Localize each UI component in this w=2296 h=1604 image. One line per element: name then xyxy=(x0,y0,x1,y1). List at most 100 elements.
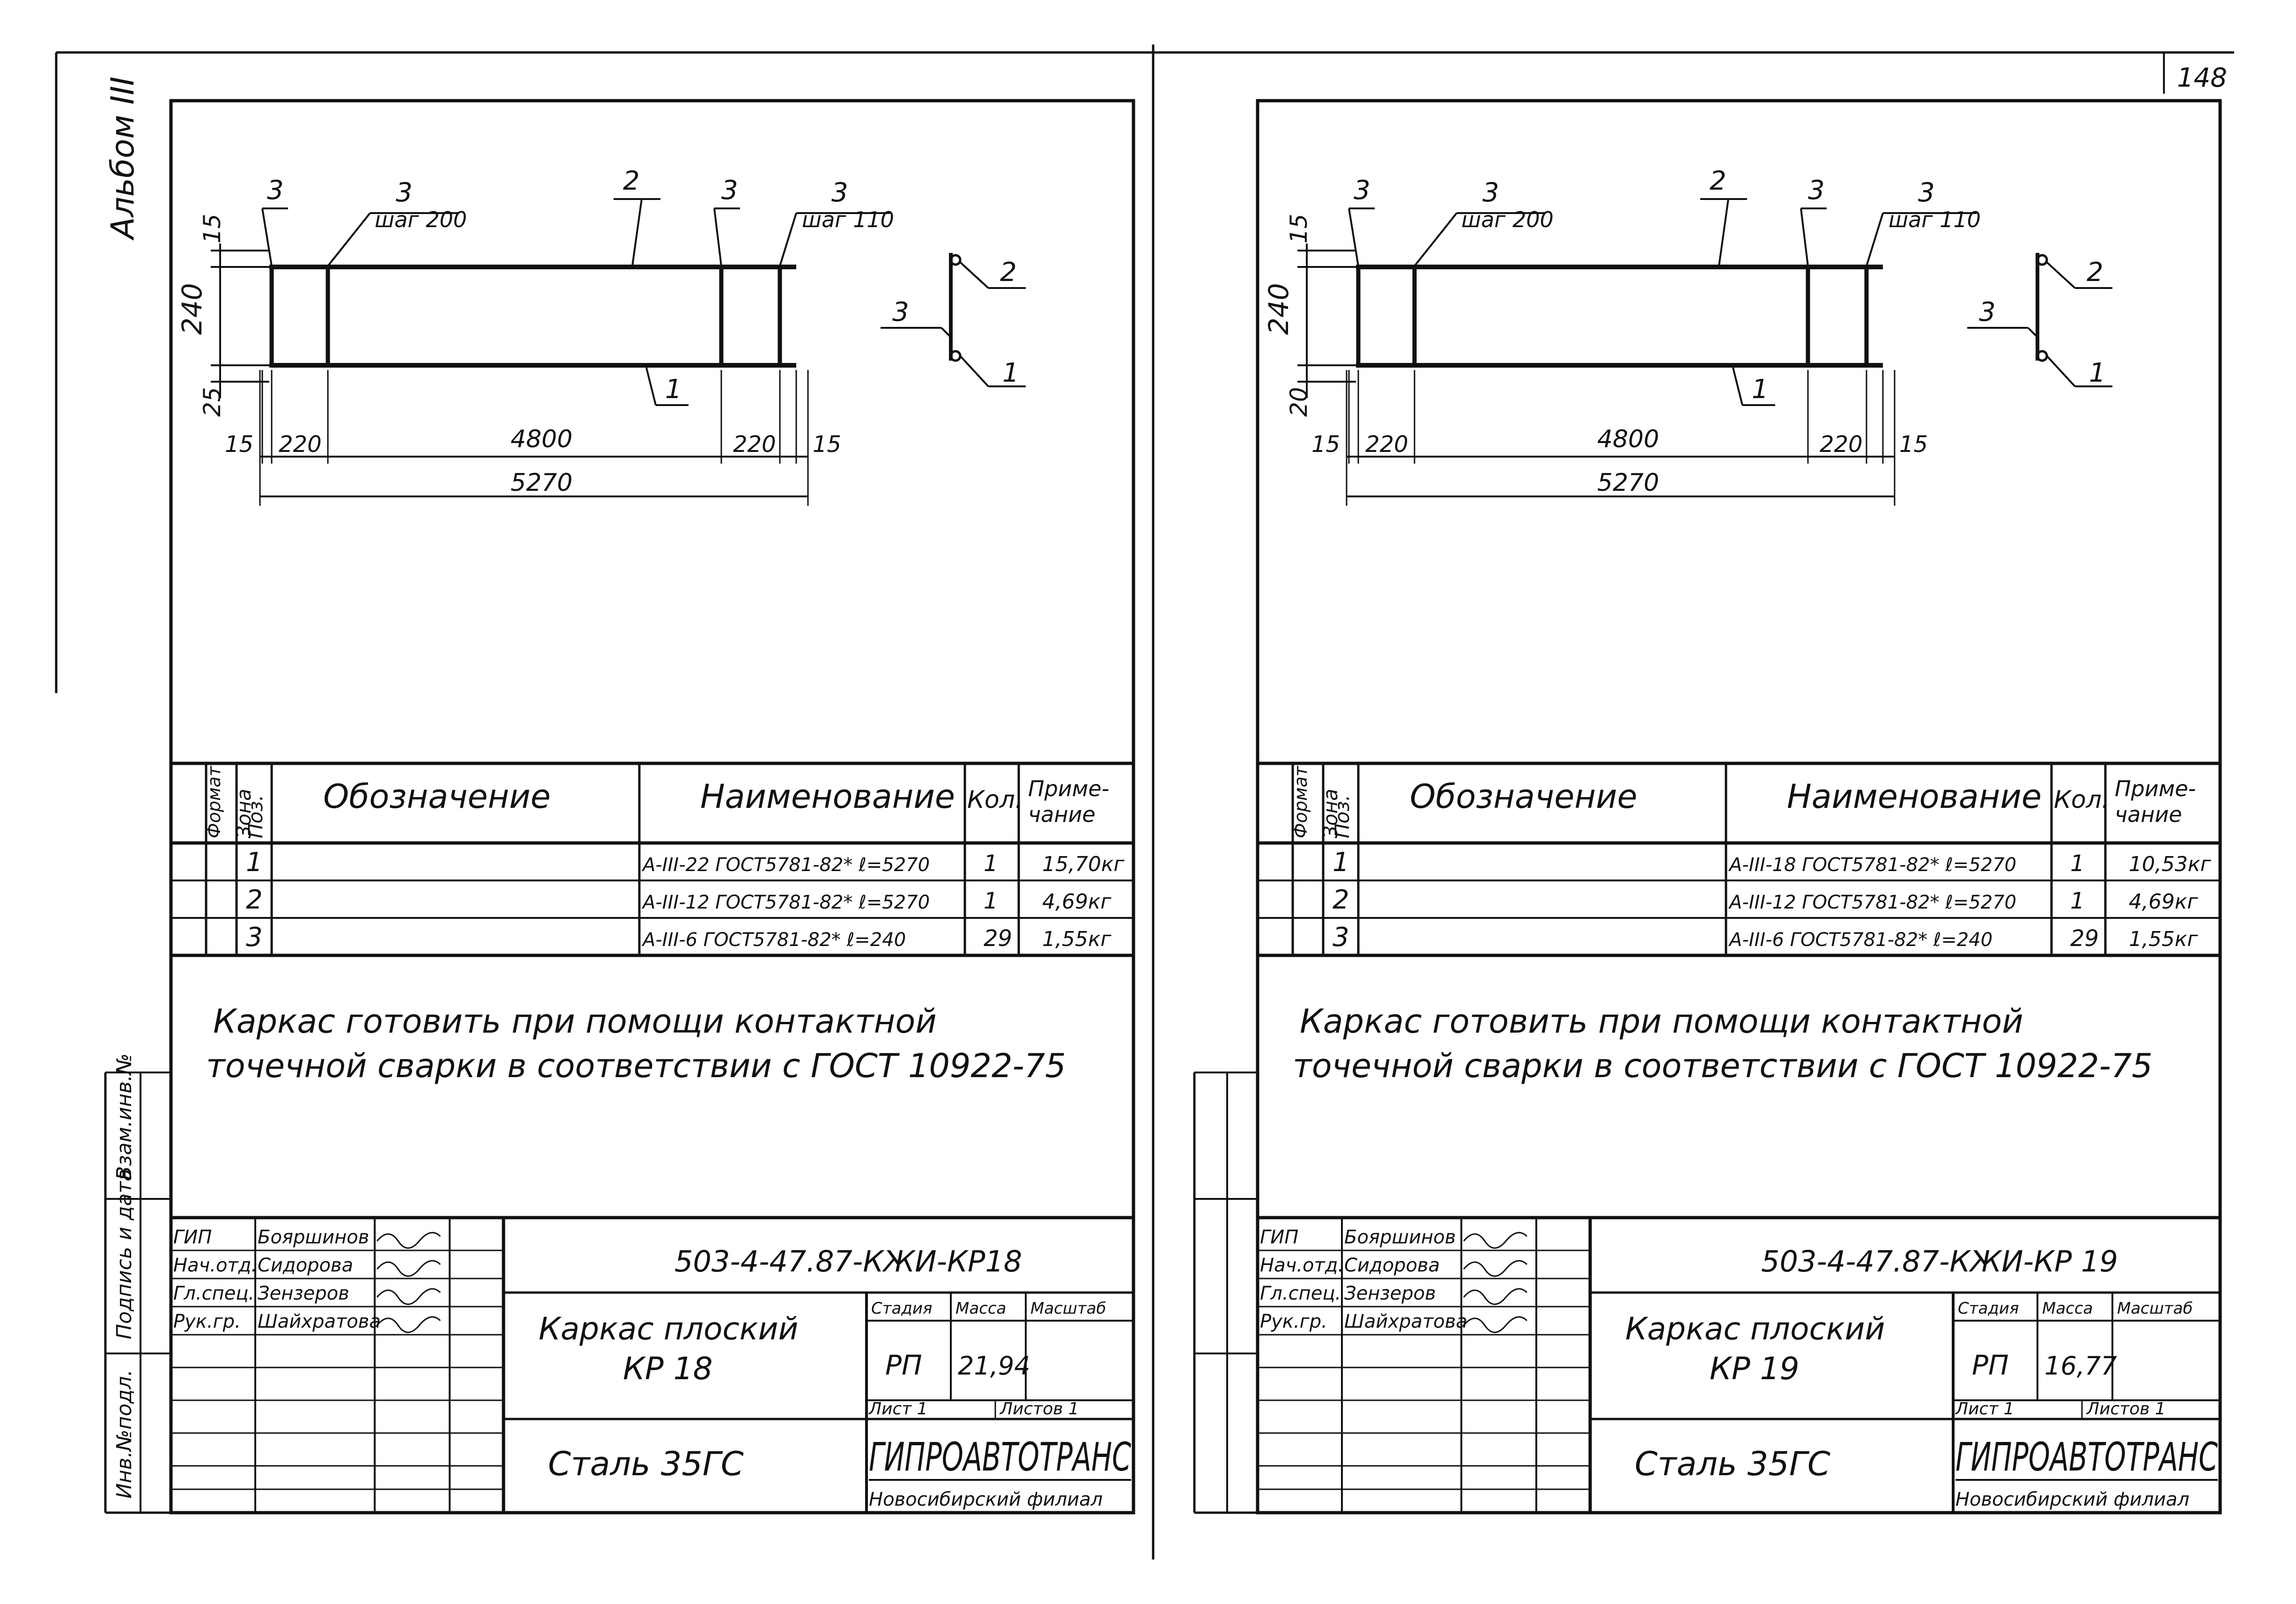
spec-header: Поз. xyxy=(244,795,267,838)
stage-value: РП xyxy=(1972,1349,2009,1381)
spec-cell-qty: 29 xyxy=(984,925,1012,952)
position-label: 3 xyxy=(831,177,848,208)
spec-header: чание xyxy=(2115,802,2182,827)
dimension-label: 20 xyxy=(1285,387,1312,417)
leader-line xyxy=(2027,327,2038,338)
spec-header: Наименование xyxy=(700,777,955,816)
signature-mark xyxy=(376,1260,441,1277)
name-label: Сидорова xyxy=(1344,1255,1440,1276)
spec-header: Приме- xyxy=(2115,776,2196,801)
note-line-2: точечной сварки в соответствии с ГОСТ 10… xyxy=(206,1047,1066,1085)
dimension-label: 5270 xyxy=(1597,469,1659,497)
spec-cell-name: А-III-12 ГОСТ5781-82* ℓ=5270 xyxy=(641,892,930,913)
spec-cell-pos: 2 xyxy=(246,885,263,915)
note-line-2: точечной сварки в соответствии с ГОСТ 10… xyxy=(1293,1047,2153,1085)
position-label: 1 xyxy=(1002,358,1019,388)
spec-cell-note: 4,69кг xyxy=(1042,890,1112,914)
sheets-label: Листов 1 xyxy=(2086,1399,2166,1419)
spec-cell-name: А-III-18 ГОСТ5781-82* ℓ=5270 xyxy=(1728,854,2016,876)
leader-line xyxy=(959,261,989,289)
page-number: 148 xyxy=(2177,63,2227,93)
dimension-label: 15 xyxy=(1285,214,1312,244)
step-label: шаг 200 xyxy=(1461,207,1554,232)
sheet-label: Лист 1 xyxy=(1955,1399,2015,1419)
dimension-label: 4800 xyxy=(1597,425,1659,453)
dimension-label: 15 xyxy=(1311,431,1340,458)
note-line-1: Каркас готовить при помощи контактной xyxy=(213,1002,937,1041)
spec-cell-note: 4,69кг xyxy=(2129,890,2199,914)
position-label: 3 xyxy=(1918,177,1935,208)
role-label: Рук.гр. xyxy=(173,1311,241,1332)
position-label: 2 xyxy=(2087,257,2103,288)
spec-header: Поз. xyxy=(1331,795,1354,838)
position-label: 3 xyxy=(396,177,413,208)
spec-header: Формат xyxy=(204,765,224,838)
leader-line xyxy=(1414,212,1458,267)
spec-header: Кол. xyxy=(2054,786,2110,814)
album-label: Альбом III xyxy=(104,76,141,241)
leader-line xyxy=(779,213,797,266)
position-label: 1 xyxy=(665,374,682,405)
dimension-label: 25 xyxy=(199,387,226,417)
spec-cell-pos: 3 xyxy=(1333,922,1349,953)
spec-cell-note: 15,70кг xyxy=(1042,852,1125,876)
branch-name: Новосибирский филиал xyxy=(1955,1489,2189,1510)
stage-value: РП xyxy=(885,1349,922,1381)
section-rod-2 xyxy=(949,254,962,266)
section-rod-2 xyxy=(2036,254,2048,266)
drawing-title: КР 19 xyxy=(1710,1351,1800,1387)
name-label: Зензеров xyxy=(258,1283,349,1304)
step-label: шаг 200 xyxy=(375,207,467,232)
name-label: Зензеров xyxy=(1344,1283,1436,1304)
dimension-label: 220 xyxy=(1365,431,1408,458)
side-stamp-label: Взам.инв.№ xyxy=(112,1053,136,1180)
leader-line xyxy=(631,199,643,266)
leader-line xyxy=(941,327,952,338)
position-label: 3 xyxy=(1808,175,1825,206)
signature-mark xyxy=(376,1232,441,1249)
leader-line xyxy=(1800,208,1809,266)
leader-line xyxy=(959,355,989,387)
role-label: Нач.отд. xyxy=(173,1255,257,1276)
dimension-label: 240 xyxy=(176,283,208,335)
position-label: 1 xyxy=(1752,374,1769,405)
organization-name: ГИПРОАВТОТРАНС xyxy=(869,1434,1131,1480)
title-block-header: Масштаб xyxy=(1030,1299,1106,1318)
name-label: Шайхратова xyxy=(258,1311,381,1332)
spec-cell-pos: 2 xyxy=(1333,885,1349,915)
leader-line xyxy=(713,208,722,266)
spec-header: Приме- xyxy=(1028,776,1109,801)
position-label: 3 xyxy=(267,175,284,206)
spec-header: чание xyxy=(1028,802,1096,827)
document-code: 503-4-47.87-КЖИ-КР18 xyxy=(674,1244,1022,1279)
sheet-label: Лист 1 xyxy=(868,1399,928,1419)
spec-header: Обозначение xyxy=(1410,777,1637,816)
spec-cell-name: А-III-6 ГОСТ5781-82* ℓ=240 xyxy=(641,929,906,951)
position-label: 2 xyxy=(623,166,640,196)
leader-line xyxy=(645,367,657,406)
role-label: ГИП xyxy=(173,1227,212,1248)
leader-line xyxy=(2046,355,2076,387)
spec-header: Кол. xyxy=(967,786,1023,814)
leader-line xyxy=(1348,208,1359,266)
signature-mark xyxy=(1463,1316,1528,1333)
name-label: Бояршинов xyxy=(1344,1227,1456,1248)
spec-header: Наименование xyxy=(1787,777,2042,816)
dimension-label: 15 xyxy=(199,214,226,244)
material-label: Сталь 35ГС xyxy=(548,1445,744,1483)
role-label: Гл.спец. xyxy=(1260,1283,1341,1304)
spec-cell-qty: 1 xyxy=(2070,850,2085,877)
sheet-frame xyxy=(1256,99,2222,1515)
position-label: 1 xyxy=(2089,358,2106,388)
position-label: 3 xyxy=(721,175,738,206)
signature-mark xyxy=(376,1316,441,1333)
position-label: 3 xyxy=(892,297,909,327)
spec-cell-name: А-III-22 ГОСТ5781-82* ℓ=5270 xyxy=(641,854,930,876)
step-label: шаг 110 xyxy=(802,207,894,232)
signature-mark xyxy=(1463,1232,1528,1249)
signature-mark xyxy=(376,1288,441,1305)
leader-line xyxy=(1732,367,1743,406)
position-label: 3 xyxy=(1482,177,1499,208)
step-label: шаг 110 xyxy=(1889,207,1981,232)
